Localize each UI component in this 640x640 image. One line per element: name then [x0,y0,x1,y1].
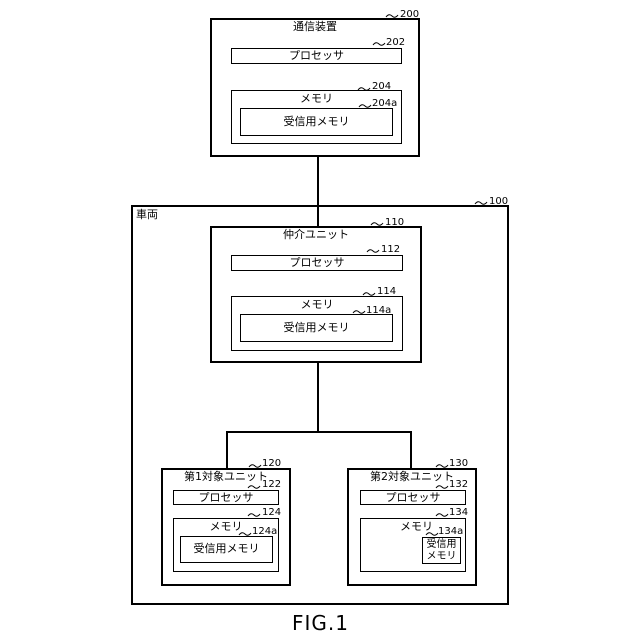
target2-processor-label: プロセッサ [360,492,466,504]
ref-leader-114a [352,309,366,315]
ref-leader-204 [357,86,371,92]
ref-leader-130 [435,463,449,469]
vehicle-title: 車両 [136,209,158,221]
ref-leader-200 [385,13,399,19]
ref-134a: 134a [438,526,463,537]
target2-recv-memory-line2: メモリ [422,551,461,563]
ref-leader-202 [372,41,386,47]
ref-200: 200 [400,9,419,20]
comm-device-title: 通信装置 [210,21,420,33]
comm-recv-memory-label: 受信用メモリ [240,116,393,128]
figure-label: FIG.1 [292,611,349,635]
ref-114a: 114a [366,305,391,316]
target1-processor-label: プロセッサ [173,492,279,504]
ref-leader-204a [358,103,372,109]
ref-124a: 124a [252,526,277,537]
comm-processor-label: プロセッサ [231,50,402,62]
target2-recv-memory-line1: 受信用 [422,539,461,551]
ref-122: 122 [262,479,281,490]
ref-leader-124a [238,531,252,537]
ref-134: 134 [449,507,468,518]
ref-leader-112 [366,248,380,254]
ref-130: 130 [449,458,468,469]
ref-leader-122 [247,484,261,490]
ref-202: 202 [386,37,405,48]
ref-leader-124 [247,512,261,518]
target1-recv-memory-label: 受信用メモリ [180,543,273,555]
ref-leader-120 [248,463,262,469]
ref-204: 204 [372,81,391,92]
ref-124: 124 [262,507,281,518]
ref-100: 100 [489,196,508,207]
ref-leader-132 [435,484,449,490]
ref-204a: 204a [372,98,397,109]
ref-leader-134a [425,531,439,537]
ref-leader-100 [474,200,488,206]
mediator-recv-memory-label: 受信用メモリ [240,322,393,334]
ref-leader-114 [362,291,376,297]
ref-leader-110 [370,221,384,227]
ref-120: 120 [262,458,281,469]
ref-110: 110 [385,217,404,228]
mediator-unit-title: 仲介ユニット [210,229,422,241]
mediator-processor-label: プロセッサ [231,257,403,269]
ref-132: 132 [449,479,468,490]
ref-leader-134 [435,512,449,518]
ref-112: 112 [381,244,400,255]
ref-114: 114 [377,286,396,297]
